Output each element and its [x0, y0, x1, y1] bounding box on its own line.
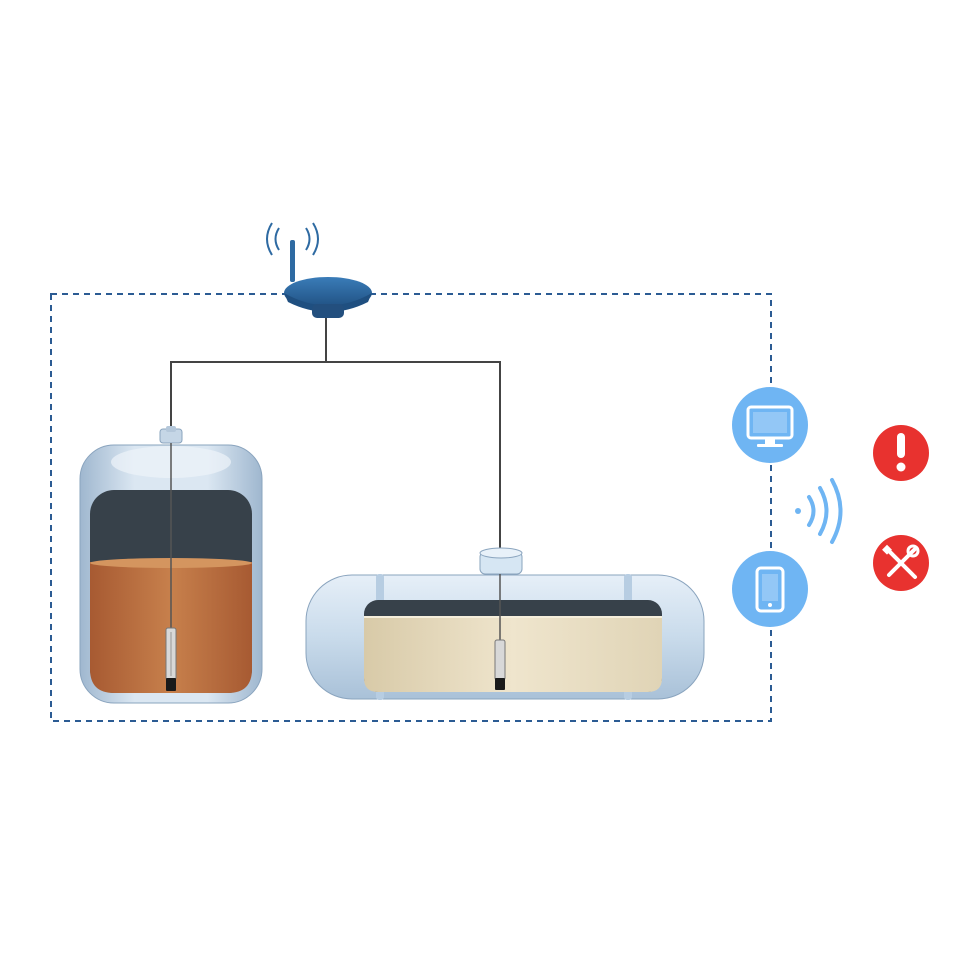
vertical-tank-icon[interactable]	[79, 426, 263, 704]
level-sensor-probe-icon	[494, 639, 506, 690]
alert-icon[interactable]	[873, 425, 929, 481]
smartphone-icon[interactable]	[732, 551, 808, 627]
monitor-icon[interactable]	[732, 387, 808, 463]
level-sensor-probe-icon	[165, 627, 177, 691]
wireless-gateway-icon[interactable]	[266, 222, 372, 318]
wifi-signal-icon	[266, 222, 319, 256]
horizontal-tank-icon[interactable]	[305, 547, 705, 700]
sensor-cable-network	[170, 316, 501, 550]
wireless-signal-icon	[795, 478, 843, 544]
wireless-coverage-boundary	[50, 293, 772, 722]
maintenance-tools-icon[interactable]	[873, 535, 929, 591]
water-liquid-level	[364, 616, 662, 692]
